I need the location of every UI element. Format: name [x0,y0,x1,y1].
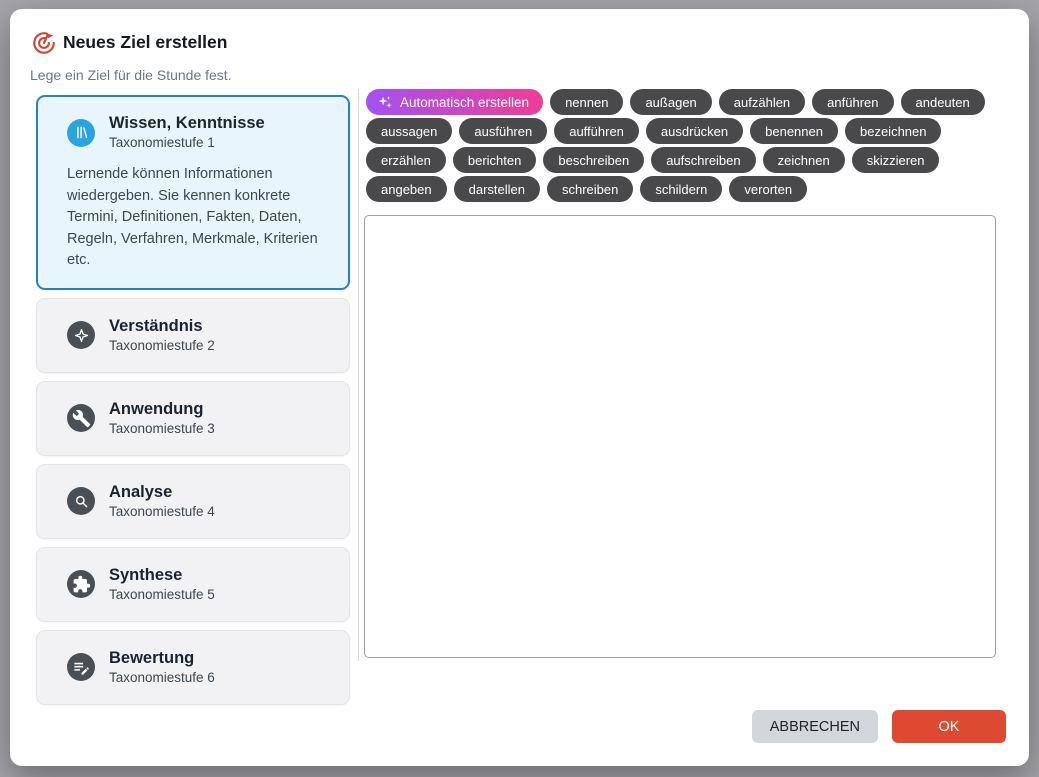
verb-chip[interactable]: nennen [550,89,624,115]
sparkle-icon [377,94,394,111]
taxonomy-card-level: Taxonomiestufe 2 [109,337,215,353]
taxonomy-card-level: Taxonomiestufe 6 [109,669,215,685]
goal-input[interactable] [364,215,996,658]
taxonomy-card-description: Lernende können Informationen wiedergebe… [67,166,318,268]
verb-chip[interactable]: verorten [729,176,808,202]
taxonomy-card-level: Taxonomiestufe 3 [109,420,215,436]
magnifier-icon [67,487,95,515]
verb-chip[interactable]: schildern [640,176,723,202]
create-goal-dialog: Neues Ziel erstellen Lege ein Ziel für d… [10,9,1029,766]
books-icon [67,118,95,147]
ok-button[interactable]: OK [892,710,1006,743]
verb-chip[interactable]: andeuten [900,89,985,115]
verb-chip[interactable]: aufzählen [718,89,806,115]
taxonomy-card-title: Analyse [109,482,173,501]
dialog-footer: ABBRECHEN OK [751,710,1006,743]
verb-chip[interactable]: benennen [750,118,838,144]
dialog-title: Neues Ziel erstellen [63,32,228,52]
verb-chip[interactable]: schreiben [547,176,634,202]
goal-target-icon [31,30,57,56]
note-edit-icon [67,653,95,681]
verb-chip[interactable]: ausdrücken [645,118,744,144]
verb-chip[interactable]: zeichnen [762,147,845,173]
taxonomy-card-title: Bewertung [109,648,195,667]
auto-create-button[interactable]: Automatisch erstellen [366,89,544,115]
compass-star-icon [67,321,95,349]
taxonomy-card-level: Taxonomiestufe 5 [109,586,215,602]
wrench-icon [67,404,95,432]
verb-chip[interactable]: anführen [812,89,894,115]
verb-chip[interactable]: angeben [366,176,447,202]
verb-chip[interactable]: berichten [452,147,537,173]
cancel-button[interactable]: ABBRECHEN [751,710,878,743]
taxonomy-card-title: Wissen, Kenntnisse [109,114,265,132]
verb-chip[interactable]: außagen [630,89,712,115]
dialog-subtitle: Lege ein Ziel für die Stunde fest. [30,67,232,83]
taxonomy-card-level: Taxonomiestufe 4 [109,503,215,519]
auto-create-label: Automatisch erstellen [400,94,530,110]
verb-chip[interactable]: erzählen [366,147,446,173]
taxonomy-card-level: Taxonomiestufe 1 [109,135,215,150]
verb-chip[interactable]: aussagen [366,118,453,144]
verb-chip[interactable]: beschreiben [543,147,645,173]
vertical-divider [358,89,359,661]
verb-chip[interactable]: ausführen [459,118,548,144]
verb-chip[interactable]: bezeichnen [844,118,942,144]
verb-chip[interactable]: aufführen [554,118,639,144]
puzzle-icon [67,570,95,598]
verb-chip[interactable]: aufschreiben [651,147,756,173]
taxonomy-card-title: Verständnis [109,316,203,335]
verb-chip[interactable]: skizzieren [851,147,940,173]
taxonomy-card-title: Anwendung [109,399,204,418]
taxonomy-card-title: Synthese [109,565,183,584]
verb-chip[interactable]: darstellen [453,176,540,202]
